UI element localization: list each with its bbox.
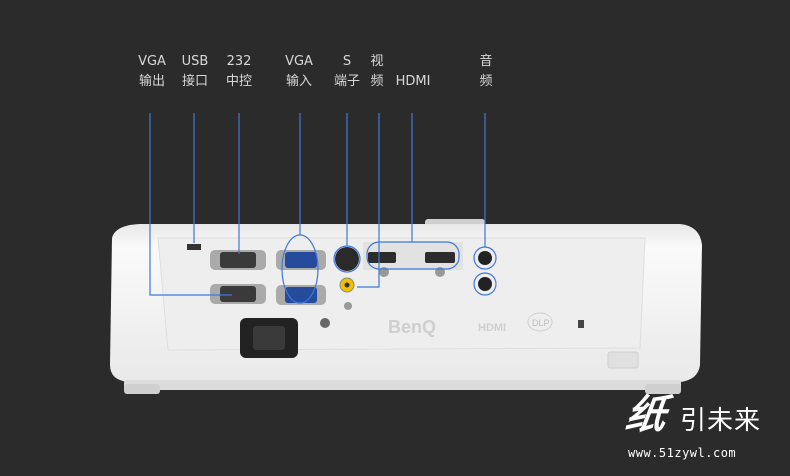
power-socket-icon — [240, 318, 298, 358]
dlp-logo: DLP — [532, 318, 550, 328]
s-video-port-icon — [335, 247, 359, 271]
dlp-logo-ring — [527, 312, 553, 332]
label-audio: 音频 — [479, 54, 493, 89]
hdmi-port-1-icon — [368, 252, 396, 263]
label-hdmi: HDMI — [395, 74, 431, 89]
audio-out-port-icon — [478, 277, 492, 291]
kensington-lock-icon — [578, 320, 584, 328]
audio-in-port-icon — [478, 251, 492, 265]
composite-port-icon — [339, 277, 355, 293]
vga-in-port-2-icon — [276, 285, 326, 305]
foot-left — [124, 384, 160, 394]
watermark-url: www.51zywl.com — [628, 446, 737, 460]
hdmi-logo: HDMI — [478, 322, 506, 334]
screw-icon — [344, 302, 352, 310]
vga-in-port-1-icon — [276, 250, 326, 270]
vent-tab — [607, 351, 639, 369]
screw-icon — [320, 318, 330, 328]
body-base — [124, 380, 681, 390]
brand-logo: BenQ — [388, 317, 436, 337]
vga-out-port-icon — [210, 284, 266, 304]
callout-lines — [149, 113, 497, 304]
watermark-text: 引未来 — [680, 406, 762, 436]
foot-right — [645, 384, 681, 394]
usb-port-icon — [187, 244, 201, 250]
rs232-port-icon — [210, 250, 266, 270]
label-video: 视频 — [370, 54, 384, 89]
watermark-brush-char: 纸 — [622, 391, 670, 438]
hdmi-port-2-icon — [425, 252, 455, 263]
